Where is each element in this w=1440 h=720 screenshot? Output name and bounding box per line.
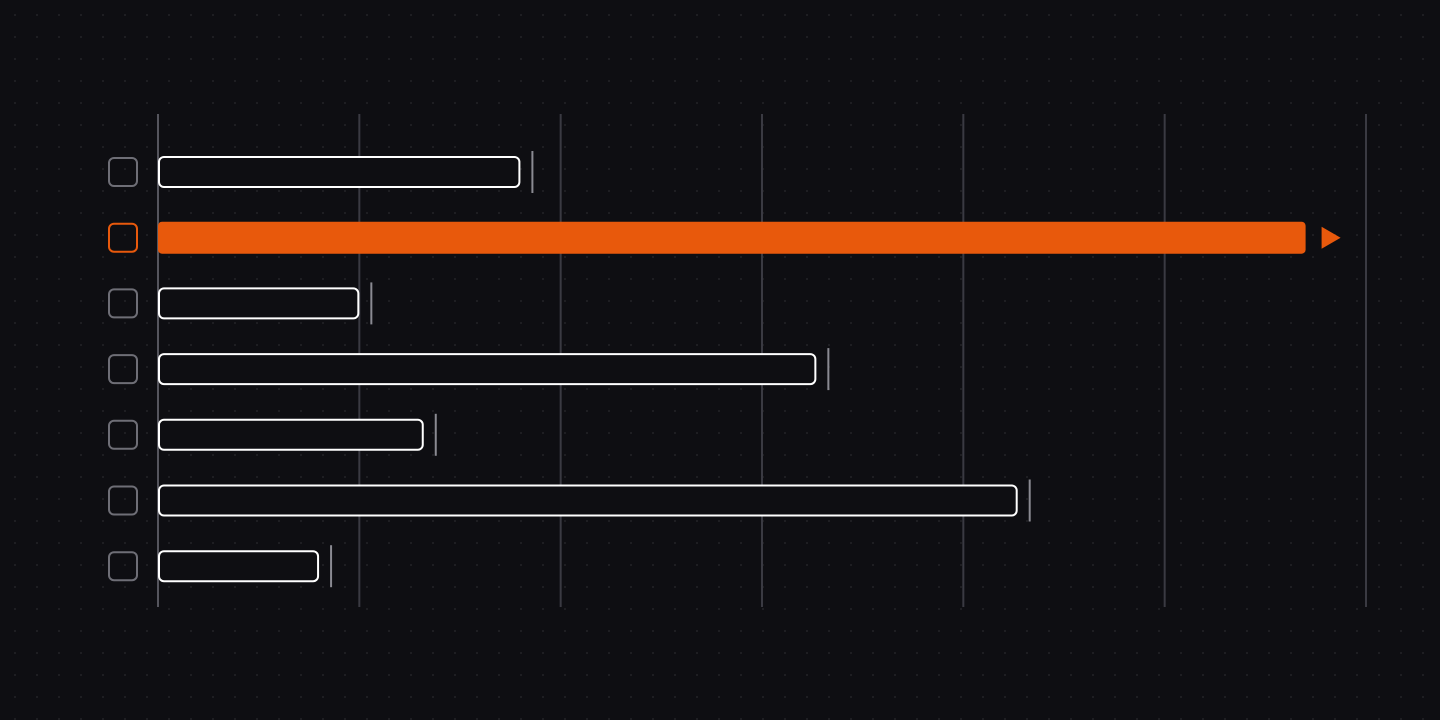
play-arrow-icon — [1321, 226, 1341, 249]
bar-row — [108, 479, 1031, 522]
checkbox-icon[interactable] — [108, 288, 138, 319]
bar-row — [108, 413, 437, 456]
checkbox-icon[interactable] — [108, 551, 138, 582]
bar — [158, 418, 424, 451]
checkbox-icon[interactable] — [108, 485, 138, 516]
bar — [158, 287, 360, 320]
bar-row — [108, 348, 830, 391]
bar — [158, 550, 320, 583]
bar-rows — [108, 151, 1341, 588]
bar-row — [108, 282, 373, 325]
bar — [158, 221, 1306, 254]
checkbox-icon[interactable] — [108, 222, 138, 253]
bar-row — [108, 545, 333, 588]
bar — [158, 156, 521, 188]
checkbox-icon[interactable] — [108, 354, 138, 385]
bar — [158, 484, 1018, 517]
bar-row — [108, 151, 534, 193]
checkbox-icon[interactable] — [108, 157, 138, 187]
checkbox-icon[interactable] — [108, 419, 138, 450]
bar-row — [108, 221, 1341, 254]
bar — [158, 353, 817, 386]
